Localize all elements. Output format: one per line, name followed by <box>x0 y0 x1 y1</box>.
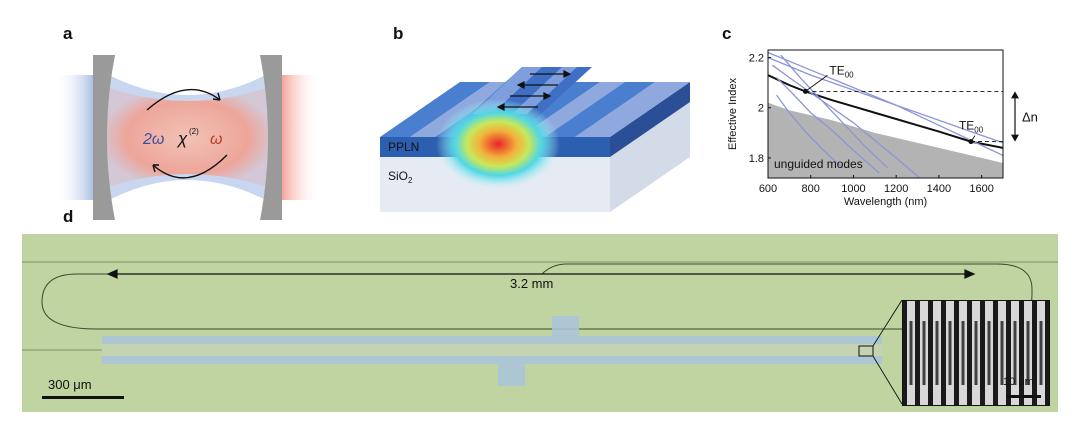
panel-a-cavity-diagram: 2ω χ (2) ω <box>55 55 320 220</box>
input-beam-blue <box>55 75 100 200</box>
unguided-region <box>768 102 1003 178</box>
x-tick-label: 1000 <box>841 183 865 195</box>
delta-n-arrowhead-bottom <box>1011 134 1019 142</box>
label-sio2: SiO2 <box>388 169 413 185</box>
scale-bar-inset <box>1007 395 1041 398</box>
te00-marker-1 <box>968 139 974 145</box>
y-axis-label: Effective Index <box>727 78 739 150</box>
y-tick-label: 1.8 <box>749 153 764 165</box>
series-higher-order-4 <box>780 54 889 169</box>
electrode-finger-gap <box>1000 321 1004 385</box>
delta-n-label: Δn <box>1022 110 1038 125</box>
poling-arrows <box>496 70 572 111</box>
electrode-finger-gap <box>1039 321 1043 385</box>
x-axis-label: Wavelength (nm) <box>844 196 927 208</box>
delta-n-arrowhead-top <box>1011 91 1019 99</box>
series-higher-order-5 <box>776 77 880 174</box>
conversion-arrow-top <box>146 88 221 111</box>
red-mode-profile <box>100 85 275 190</box>
electrode-finger-gap <box>935 321 939 385</box>
x-tick-label: 600 <box>759 183 777 195</box>
length-arrow <box>106 269 976 279</box>
plot-area <box>768 51 1003 178</box>
x-tick-label: 800 <box>802 183 820 195</box>
panel-a-letter: a <box>63 24 73 43</box>
left-mirror <box>93 55 115 220</box>
panel-b-letter: b <box>393 24 404 43</box>
sem-inset: 10 μm <box>902 300 1050 406</box>
series-higher-order-3 <box>771 64 921 178</box>
te00-left-leader <box>805 75 828 92</box>
x-tick-label: 1200 <box>884 183 908 195</box>
right-mirror <box>260 55 282 220</box>
electrode-finger-gap <box>1013 321 1017 385</box>
electrode-finger-gap <box>948 321 952 385</box>
panel-d-letter: d <box>63 207 74 226</box>
te00-left-label: TE00 <box>829 63 854 79</box>
electrode-finger-gap <box>974 321 978 385</box>
te00-right-label: TE00 <box>959 119 984 135</box>
poling-electrode-fingers <box>907 301 1045 405</box>
length-label: 3.2 mm <box>510 276 554 291</box>
electrode-finger-gap <box>1026 321 1030 385</box>
panel-b-waveguide-diagram: PPLN SiO2 <box>380 67 690 212</box>
series-higher-order-2 <box>768 51 1003 157</box>
optical-mode <box>436 99 560 189</box>
electrode-bottom <box>102 356 882 364</box>
x-tick-label: 1400 <box>927 183 951 195</box>
label-2omega: 2ω <box>142 131 164 148</box>
output-beam-red <box>275 75 320 200</box>
electrode-top <box>102 336 882 344</box>
scale-bar-main <box>42 396 124 399</box>
axes-frame <box>767 49 1004 179</box>
panel-d-micrograph: 3.2 mm 300 μm 10 μm <box>22 234 1058 412</box>
sio2-substrate-side <box>610 102 690 212</box>
electrode-finger-gap <box>922 321 926 385</box>
label-chi-superscript: (2) <box>189 127 199 136</box>
panel-c-letter: c <box>722 24 732 43</box>
conversion-arrow-bottom <box>152 154 228 179</box>
panel-c-effective-index-chart: 600 800 1000 1200 1400 1600 1.8 2 2.2Wavelength … <box>727 49 1038 208</box>
ppln-layer-side <box>610 82 690 157</box>
inset-marker-box <box>858 345 874 357</box>
unguided-modes-label: unguided modes <box>774 157 863 171</box>
electrode-finger-gap <box>987 321 991 385</box>
series-higher-order-6 <box>776 94 844 169</box>
electrode-pad-top <box>552 316 579 336</box>
y-tick-label: 2 <box>758 103 764 115</box>
x-tick-label: 1600 <box>969 183 993 195</box>
label-ppln: PPLN <box>388 140 419 154</box>
series-te00 <box>768 74 1003 149</box>
scale-bar-main-label: 300 μm <box>48 377 92 392</box>
label-omega: ω <box>210 131 222 148</box>
y-tick-label: 2.2 <box>749 53 764 65</box>
label-chi: χ <box>176 129 188 148</box>
scale-bar-inset-label: 10 μm <box>1003 376 1034 388</box>
electrode-finger-gap <box>909 321 913 385</box>
electrode-finger-gap <box>961 321 965 385</box>
electrode-pad-bottom <box>498 364 525 386</box>
te00-right-leader <box>970 135 976 142</box>
